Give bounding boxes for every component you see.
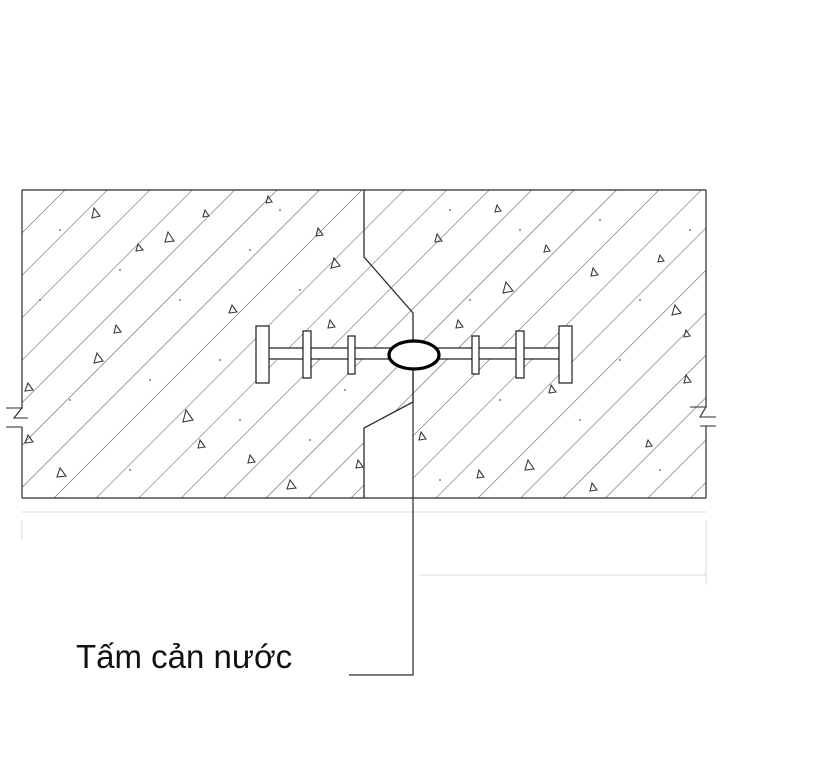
label-leader-line [349, 369, 414, 676]
waterstop-rib-right-inner [471, 335, 480, 375]
left-concrete-slab [6, 189, 413, 499]
right-concrete-slab [364, 189, 716, 499]
right-break-symbol [690, 406, 716, 427]
waterstop [255, 325, 573, 384]
waterstop-rib-right-middle [515, 330, 525, 379]
waterstop-label: Tấm cản nước [76, 638, 292, 675]
waterstop-rib-left-inner [347, 335, 356, 375]
left-sand-dots [39, 209, 346, 471]
right-aggregate-marks [418, 203, 692, 492]
waterstop-rib-right-outer [558, 325, 573, 384]
waterstop-rib-left-middle [302, 330, 312, 379]
lower-ghost-lines [21, 511, 707, 585]
waterstop-rib-left-outer [255, 325, 270, 384]
left-break-symbol [6, 407, 28, 428]
left-aggregate-marks [24, 194, 364, 490]
waterstop-center-bulb [387, 339, 441, 371]
